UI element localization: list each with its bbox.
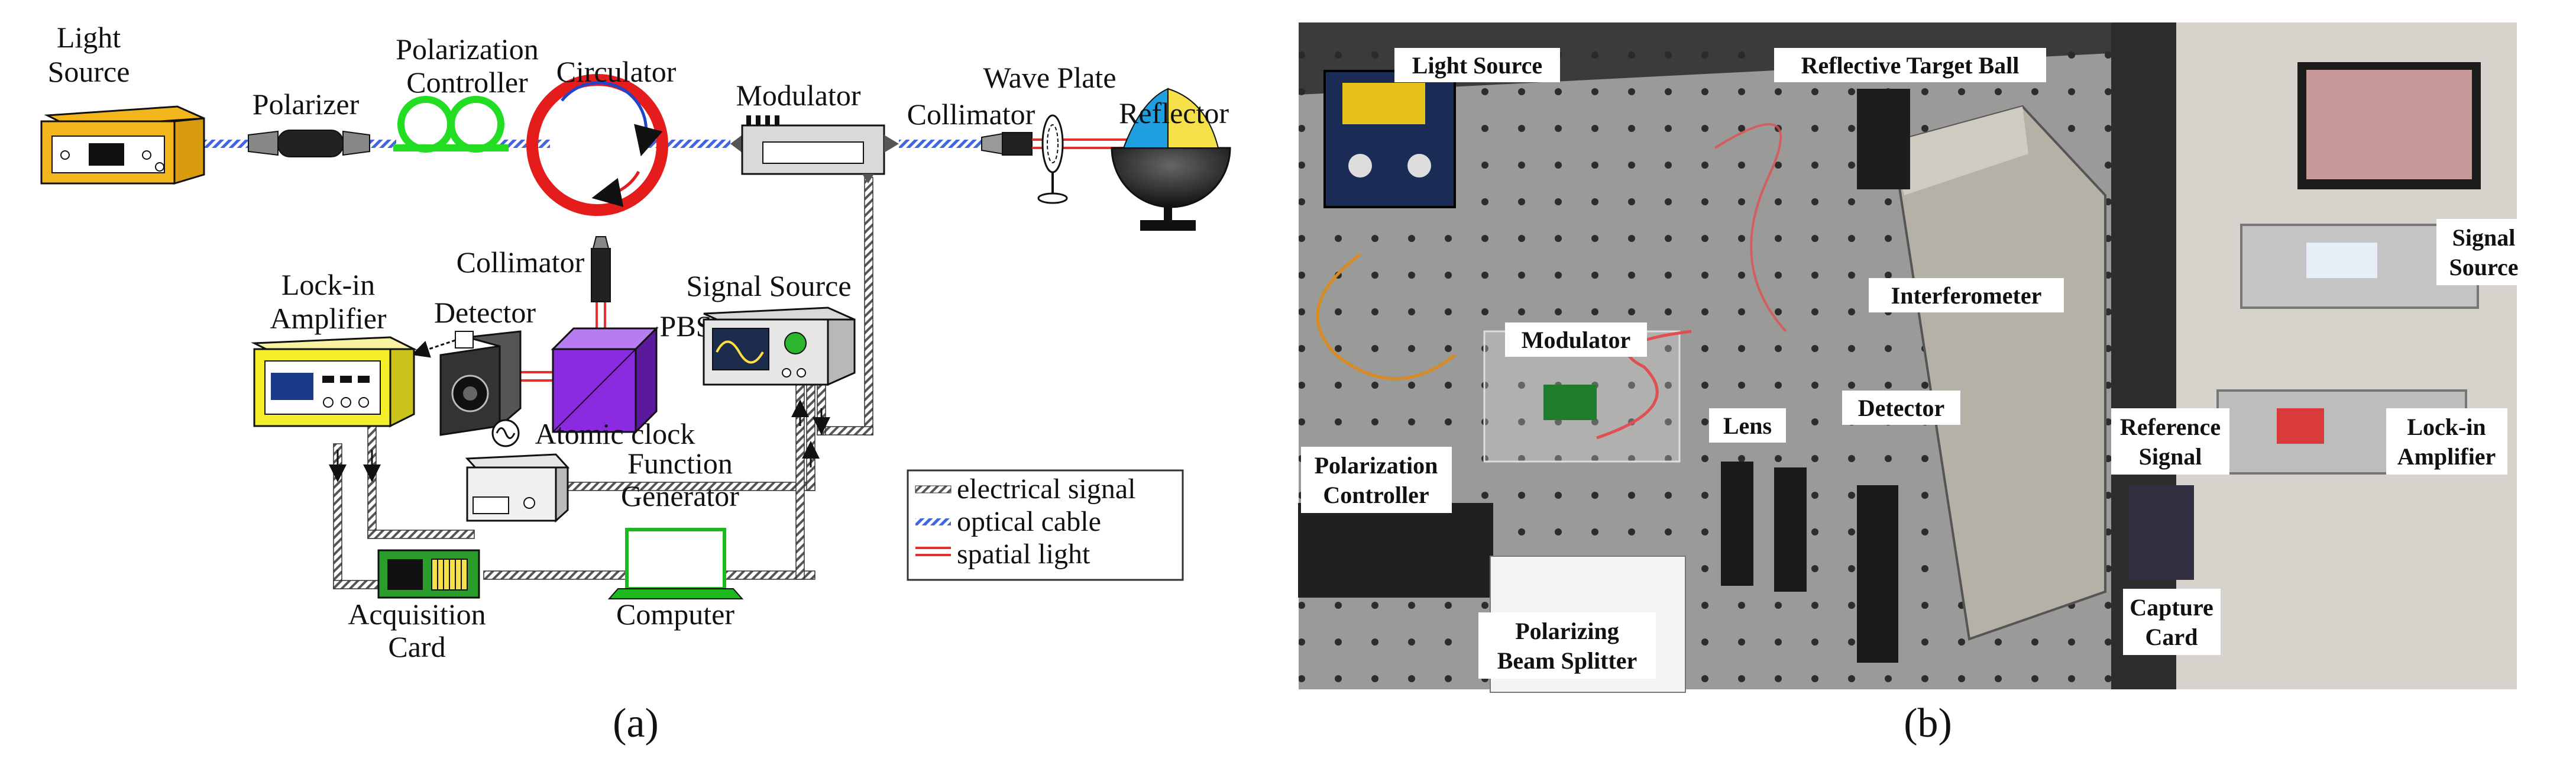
photo-label-reflective-target-ball: Reflective Target Ball: [1801, 52, 2020, 79]
interferometer-photo: [1891, 105, 2106, 641]
photo-label-lockin-line1: Lock-in: [2407, 414, 2486, 440]
collimator-bottom-device: [591, 236, 611, 302]
function-generator-device: [465, 419, 570, 523]
collimator-top-label: Collimator: [907, 98, 1035, 131]
photo-label-lens: Lens: [1723, 412, 1772, 439]
light-source-device: [40, 105, 205, 185]
legend-electrical: electrical signal: [957, 473, 1136, 505]
panel-b-caption: (b): [1904, 701, 1952, 746]
legend: electrical signal optical cable spatial …: [907, 469, 1184, 581]
lens-photo: [1721, 462, 1753, 586]
photo-label-polarization-controller-line1: Polarization: [1315, 452, 1438, 479]
photo-label-signal-source-line2: Source: [2449, 254, 2518, 280]
photo-label-lockin-line2: Amplifier: [2397, 443, 2496, 470]
panel-b-photo: Light Source Reflective Target Ball Inte…: [1298, 22, 2531, 746]
signal-source-device: [703, 307, 856, 386]
reflector-label: Reflector: [1119, 96, 1229, 130]
panel-b-labels: Light Source Reflective Target Ball Inte…: [1301, 48, 2531, 679]
signal-source-label: Signal Source: [686, 269, 851, 302]
lockin-label-line2: Amplifier: [270, 302, 387, 335]
acquisition-card-label-line2: Card: [388, 630, 445, 663]
photo-label-reference-signal-line1: Reference: [2120, 414, 2221, 440]
photo-label-modulator: Modulator: [1522, 327, 1630, 353]
reflector-device: [1111, 88, 1231, 231]
wave-plate-label: Wave Plate: [983, 61, 1116, 94]
photo-label-polarization-controller-line2: Controller: [1323, 482, 1429, 508]
acquisition-card-label-line1: Acquisition: [348, 598, 486, 631]
pbs-device: [551, 326, 659, 434]
photo-label-capture-card-line1: Capture: [2130, 594, 2213, 621]
polarizer-label: Polarizer: [253, 88, 360, 121]
panel-a-caption: (a): [613, 701, 659, 746]
circulator-label: Circulator: [556, 55, 677, 88]
signal-arrows: [329, 399, 830, 482]
acquisition-card-device: [377, 549, 480, 599]
photo-label-capture-card-line2: Card: [2145, 624, 2198, 650]
detector-device: [439, 330, 522, 436]
photo-label-interferometer: Interferometer: [1891, 282, 2042, 309]
photo-label-reference-signal-line2: Signal: [2139, 443, 2202, 470]
panel-a-schematic: Light Source Polarizer Polarization Cont…: [40, 21, 1231, 746]
light-source-label-line2: Source: [48, 55, 130, 88]
computer-device: [607, 528, 744, 599]
light-source-label-line1: Light: [57, 21, 121, 54]
polarization-controller-label-line1: Polarization: [396, 33, 539, 66]
wave-plate-device: [1037, 114, 1068, 204]
photo-label-light-source: Light Source: [1412, 52, 1542, 79]
detector-label: Detector: [434, 296, 536, 329]
polarizer-device: [248, 130, 370, 157]
lockin-amplifier-device: [251, 336, 418, 428]
polarization-controller-device: [393, 96, 509, 153]
atomic-clock-label: Atomic clock: [535, 417, 695, 450]
modulator-device: [730, 115, 899, 183]
photo-label-signal-source-line1: Signal: [2452, 224, 2516, 251]
collimator-top-device: [981, 132, 1033, 156]
photo-label-detector: Detector: [1858, 395, 1945, 421]
circulator-device: [526, 74, 668, 216]
polarization-controller-label-line2: Controller: [406, 66, 528, 99]
photo-label-pbs-line1: Polarizing: [1515, 618, 1619, 644]
detector-photo: [1857, 485, 1898, 663]
collimator-bottom-label: Collimator: [457, 246, 585, 279]
function-generator-label-line2: Generator: [621, 479, 739, 512]
capture-card-photo: [2129, 485, 2194, 580]
function-generator-label-line1: Function: [627, 447, 733, 480]
reflective-target-ball-photo: [1857, 89, 1910, 189]
legend-optical: optical cable: [957, 506, 1101, 537]
computer-label: Computer: [616, 598, 734, 631]
lockin-label-line1: Lock-in: [281, 268, 375, 301]
legend-spatial: spatial light: [957, 538, 1090, 570]
photo-label-pbs-line2: Beam Splitter: [1497, 647, 1637, 674]
modulator-label: Modulator: [736, 79, 860, 112]
